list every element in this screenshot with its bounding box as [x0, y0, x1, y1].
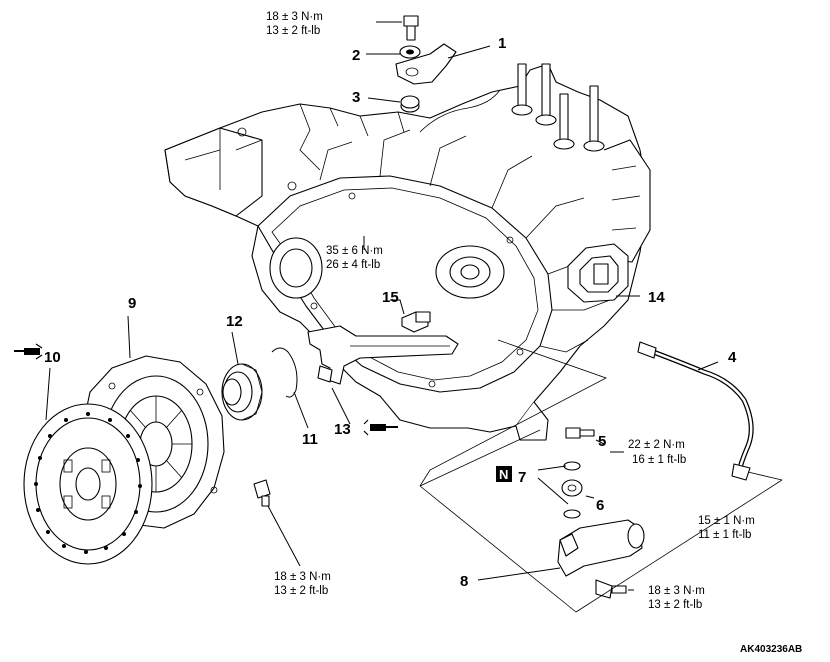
svg-text:N: N — [499, 467, 508, 482]
callout-9: 9 — [128, 295, 136, 312]
callout-11: 11 — [302, 431, 318, 448]
callout-15: 15 — [382, 289, 399, 306]
part-10-clutch-disc — [23, 403, 153, 565]
callout-14: 14 — [648, 289, 665, 306]
torque-cover-metric: 18 ± 3 N·m — [274, 571, 331, 583]
torque-cover-imperial: 13 ± 2 ft-lb — [274, 585, 328, 597]
callout-7: 7 — [518, 469, 526, 486]
part-8-release-cylinder — [557, 519, 645, 599]
torque-specs: 18 ± 3 N·m 13 ± 2 ft-lb 35 ± 6 N·m 26 ± … — [266, 11, 755, 611]
torque-8-imperial: 13 ± 2 ft-lb — [648, 599, 702, 611]
diagram-code: AK403236AB — [740, 644, 802, 655]
leader-lines — [45, 21, 719, 591]
grease-gun-icon — [363, 419, 398, 436]
torque-4-imperial: 11 ± 1 ft-lb — [698, 529, 751, 541]
part-7-gaskets — [563, 461, 581, 519]
part-cover-bolt — [253, 479, 271, 507]
torque-15-imperial: 26 ± 4 ft-lb — [326, 259, 380, 271]
torque-5-imperial: 16 ± 1 ft-lb — [632, 454, 686, 466]
callout-8: 8 — [460, 573, 468, 590]
part-1-bracket — [395, 43, 457, 85]
callout-3: 3 — [352, 89, 360, 106]
callout-1: 1 — [498, 35, 506, 52]
torque-15-metric: 35 ± 6 N·m — [326, 245, 383, 257]
part-9-clutch-cover — [79, 355, 225, 529]
grease-gun-icon — [14, 343, 43, 360]
callout-12: 12 — [226, 313, 243, 330]
part-top-bolt — [403, 15, 419, 41]
part-11-spring-clip — [271, 347, 298, 398]
callout-6: 6 — [596, 497, 604, 514]
part-15-pivot-bolt — [401, 311, 431, 333]
part-4-clutch-pipe — [637, 341, 754, 481]
callout-2: 2 — [352, 47, 360, 64]
part-5-bolt — [565, 427, 595, 439]
new-part-mark: N — [496, 466, 512, 482]
part-6-union — [561, 479, 583, 497]
callout-labels: 1 2 3 4 5 6 7 8 9 10 11 12 13 14 15 — [44, 35, 737, 590]
torque-top-metric: 18 ± 3 N·m — [266, 11, 323, 23]
part-2-washer — [399, 45, 421, 59]
torque-4-metric: 15 ± 1 N·m — [698, 515, 755, 527]
torque-5-metric: 22 ± 2 N·m — [628, 439, 685, 451]
torque-8-metric: 18 ± 3 N·m — [648, 585, 705, 597]
part-12-release-bearing — [221, 363, 263, 421]
shift-shafts — [511, 63, 605, 152]
callout-5: 5 — [598, 433, 606, 450]
torque-top-imperial: 13 ± 2 ft-lb — [266, 25, 320, 37]
part-3-nut — [400, 95, 420, 113]
part-14-boot — [567, 243, 629, 303]
callout-10: 10 — [44, 349, 61, 366]
part-13-release-fork — [307, 325, 459, 385]
callout-13: 13 — [334, 421, 351, 438]
assembly-lines — [419, 339, 783, 613]
callout-4: 4 — [728, 349, 737, 366]
